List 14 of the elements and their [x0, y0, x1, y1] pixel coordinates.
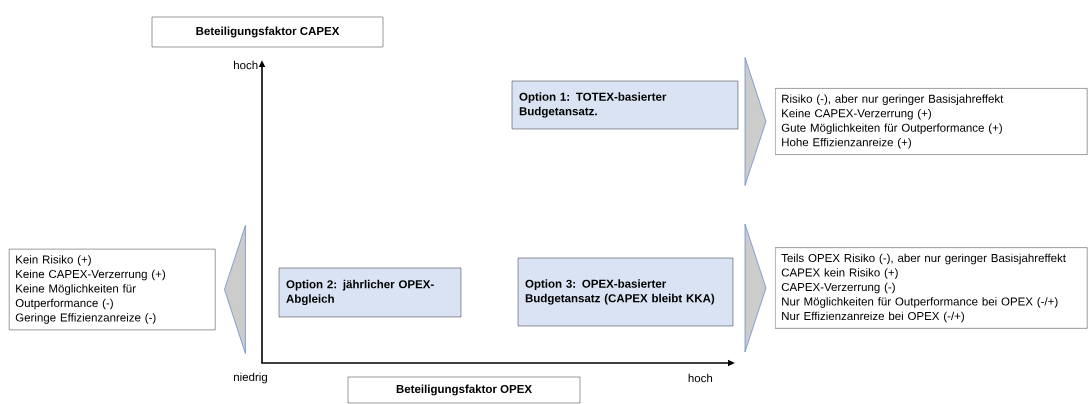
axis-title-box: Beteiligungsfaktor CAPEX: [151, 16, 384, 48]
chevron-arrow: [224, 225, 246, 354]
description-box: Teils OPEX Risiko (-), aber nur geringer Basisjahreffekt CAPEX kein Risiko (+) CAPEX-Verzerrung (-) Nur Möglichkeiten für Outperformance bei OPEX (-/+) Nur Effizienzanreize bei OPEX (-/+): [775, 247, 1088, 329]
axis-title-box: Beteiligungsfaktor OPEX: [347, 376, 581, 404]
chevron-arrow: [744, 223, 767, 353]
option-box: Option 2: jährlicher OPEX-Abgleich: [278, 267, 462, 318]
description-box: Risiko (-), aber nur geringer Basisjahreffekt Keine CAPEX-Verzerrung (+) Gute Möglichkeiten für Outperformance (+) Hohe Effizienzanreize (+): [775, 88, 1088, 155]
option-box: Option 1: TOTEX-basierter Budgetansatz.: [511, 80, 739, 130]
axis-level-label: hoch: [234, 60, 258, 70]
option-box: Option 3: OPEX-basierter Budgetansatz (CAPEX bleibt KKA): [517, 257, 734, 327]
description-box: Kein Risiko (+) Keine CAPEX-Verzerrung (+) Keine Möglichkeiten für Outperformance (-) Geringe Effizienzanreize (-): [9, 248, 216, 331]
chevron-arrow: [744, 57, 767, 186]
axis-level-label: hoch: [688, 373, 713, 383]
axis-level-label: niedrig: [234, 372, 267, 384]
